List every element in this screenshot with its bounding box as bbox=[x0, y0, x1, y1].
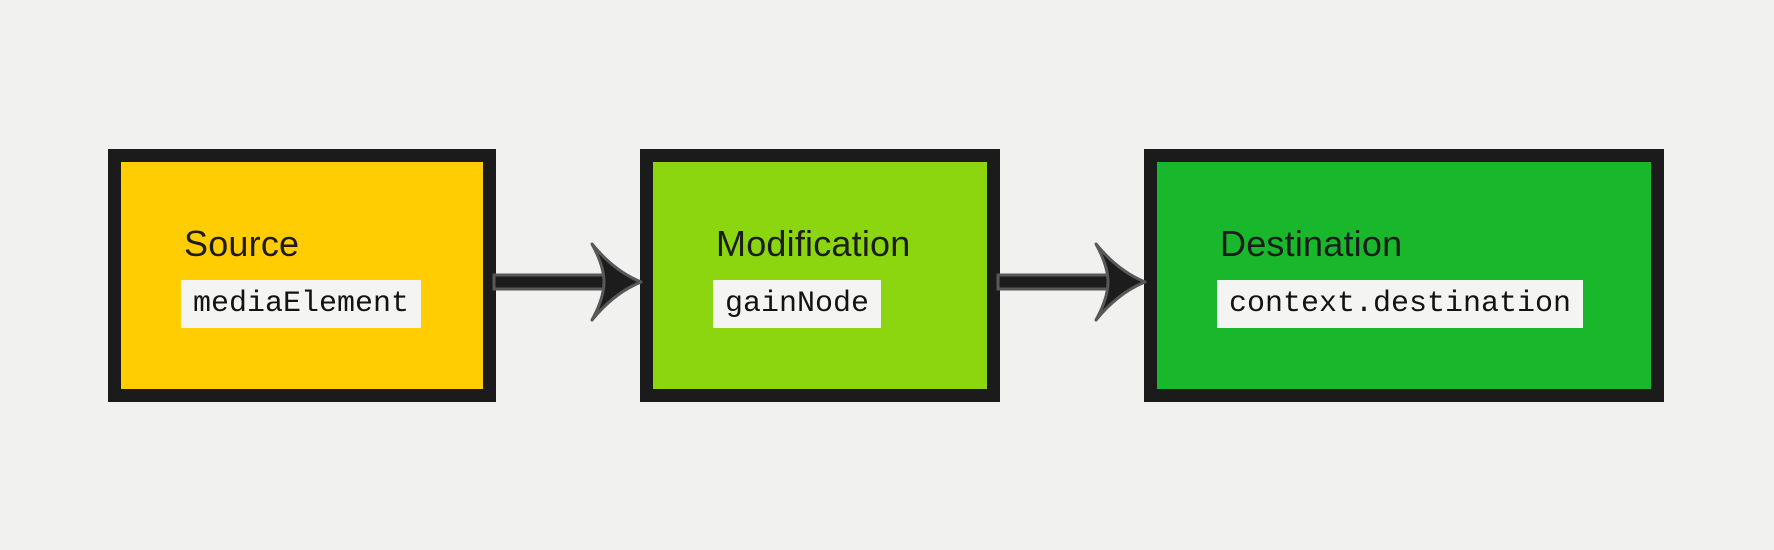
node-destination-code-chip: context.destination bbox=[1217, 279, 1584, 328]
flow-arrow-icon bbox=[492, 242, 643, 321]
node-modification-code-chip: gainNode bbox=[713, 279, 882, 328]
node-source-code-chip: mediaElement bbox=[181, 279, 422, 328]
node-modification: Modification gainNode bbox=[640, 148, 1000, 402]
flow-arrow-icon bbox=[996, 242, 1147, 321]
node-modification-title: Modification bbox=[716, 222, 911, 264]
node-source: Source mediaElement bbox=[108, 148, 496, 402]
node-source-title: Source bbox=[184, 222, 300, 264]
node-destination-title: Destination bbox=[1220, 222, 1403, 264]
node-destination: Destination context.destination bbox=[1144, 148, 1664, 402]
